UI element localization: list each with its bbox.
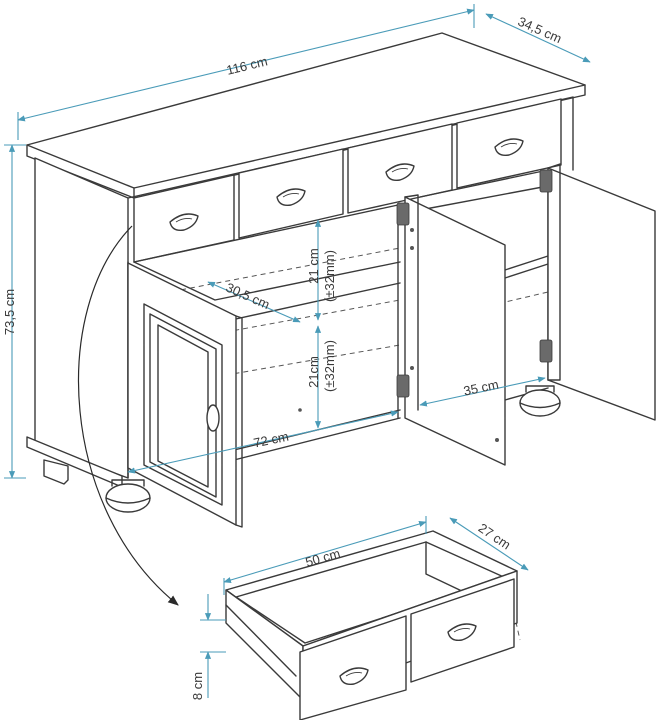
- sideboard-cabinet: [26, 32, 656, 528]
- curved-arrow: [78, 225, 179, 606]
- right-door: [539, 163, 656, 421]
- label-lower-compartment: 21cm: [306, 356, 321, 388]
- hinge-icon: [396, 374, 410, 398]
- label-inner-width-right: 35 cm: [462, 377, 500, 399]
- top-drawer-row: [133, 98, 562, 263]
- label-width-total: 116 cm: [225, 53, 269, 77]
- door-knob-icon: [206, 404, 220, 432]
- cup-handle-icon: [339, 667, 369, 686]
- bun-foot: [105, 479, 151, 513]
- rear-foot: [43, 459, 69, 485]
- label-upper-compartment-tolerance: (±32mm): [322, 250, 337, 302]
- glass-door: [127, 262, 243, 528]
- dimension-lines: [4, 4, 591, 698]
- cup-handle-icon: [385, 163, 415, 182]
- bun-foot: [519, 385, 561, 417]
- label-inner-width-left: 72 cm: [252, 429, 290, 451]
- cup-handle-icon: [276, 188, 306, 207]
- label-depth-total: 34,5 cm: [516, 14, 564, 47]
- hinge-icon: [396, 202, 410, 226]
- label-upper-compartment: 21 cm: [306, 248, 321, 283]
- label-lower-compartment-tolerance: (±32mm): [322, 340, 337, 392]
- hinge-icon: [539, 339, 553, 363]
- label-drawer-height: 8 cm: [190, 672, 205, 700]
- pulled-out-drawer: [225, 530, 521, 720]
- cup-handle-icon: [494, 138, 524, 157]
- label-height-total: 73,5 cm: [2, 289, 17, 335]
- middle-door: [298, 194, 506, 466]
- hinge-icon: [539, 169, 553, 193]
- cup-handle-icon: [447, 623, 477, 642]
- cup-handle-icon: [169, 213, 199, 232]
- label-shelf-depth: 30,5 cm: [224, 280, 272, 313]
